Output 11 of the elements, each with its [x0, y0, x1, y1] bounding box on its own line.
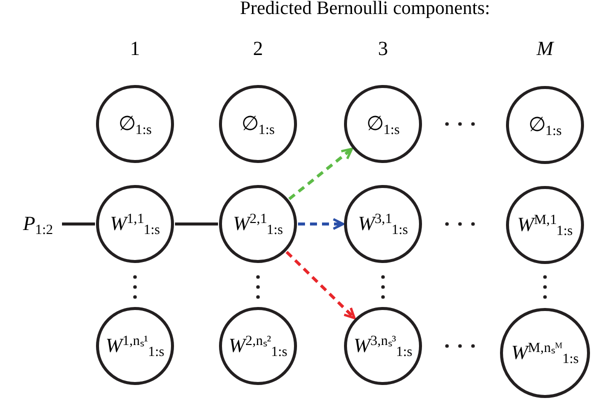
- connector-line: [175, 222, 218, 226]
- column-number: 3: [378, 37, 388, 61]
- column-number: 2: [253, 37, 263, 61]
- column-number: 1: [130, 37, 140, 61]
- input-label: P$_{1:2}$: [14, 209, 62, 239]
- title: Predicted Bernoulli components:: [238, 0, 492, 21]
- dashed-arrow: [288, 148, 353, 200]
- connector-line: [62, 222, 95, 226]
- column-number: M: [536, 37, 554, 61]
- dashed-arrow: [286, 250, 356, 320]
- dashed-arrow: [298, 218, 344, 230]
